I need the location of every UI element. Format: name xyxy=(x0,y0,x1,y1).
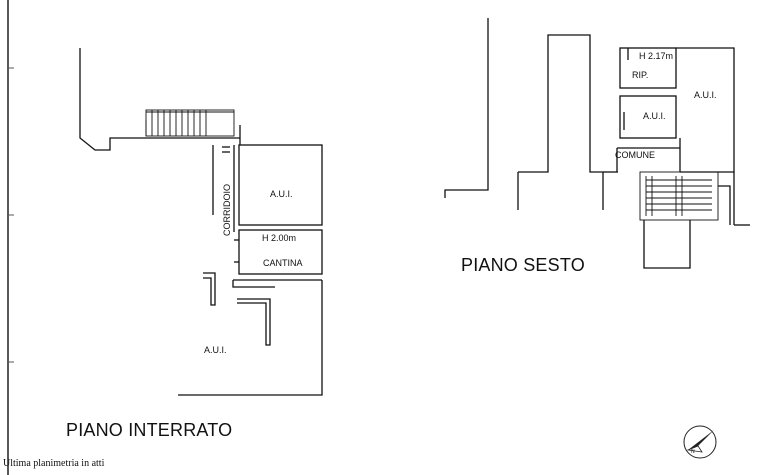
label-aui-interrato-top: A.U.I. xyxy=(270,189,293,199)
label-rip: RIP. xyxy=(632,70,649,80)
label-comune: COMUNE xyxy=(615,150,655,160)
plan-piano-sesto xyxy=(444,18,750,269)
svg-text:N: N xyxy=(691,449,695,455)
north-arrow-icon: N xyxy=(683,425,717,459)
label-aui-sesto-small: A.U.I. xyxy=(643,111,666,121)
plan-piano-interrato xyxy=(79,48,323,396)
stairs-sesto xyxy=(639,171,719,221)
label-height-cantina: H 2.00m xyxy=(262,233,297,243)
label-cantina: CANTINA xyxy=(263,258,303,268)
label-aui-interrato-bottom: A.U.I. xyxy=(204,345,227,355)
label-corridoio: CORRIDOIO xyxy=(222,183,232,236)
title-piano-interrato: PIANO INTERRATO xyxy=(66,420,233,440)
label-aui-sesto-right: A.U.I. xyxy=(694,90,717,100)
footer-note: Ultima planimetria in atti xyxy=(3,458,105,469)
title-piano-sesto: PIANO SESTO xyxy=(461,255,585,275)
label-height-sesto: H 2.17m xyxy=(639,51,674,61)
stairs-interrato xyxy=(145,109,235,137)
